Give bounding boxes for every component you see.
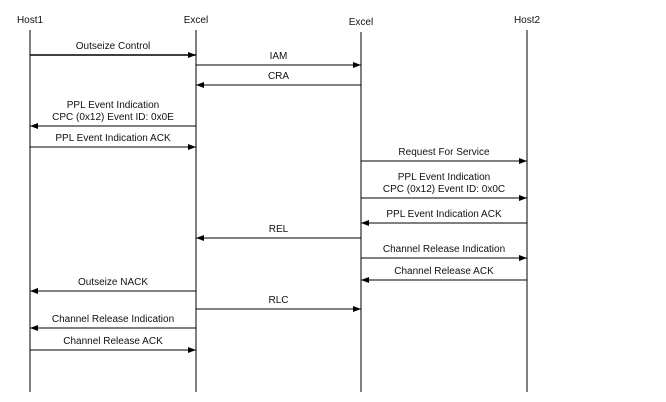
message-label-3: CRA: [268, 71, 289, 82]
message-label-8: PPL Event Indication ACK: [386, 209, 502, 220]
message-label-7-line-2: CPC (0x12) Event ID: 0x0C: [383, 184, 505, 195]
participant-label-excel1: Excel: [184, 15, 208, 26]
message-label-6: Request For Service: [398, 147, 490, 158]
participant-label-excel2: Excel: [349, 17, 373, 28]
participant-label-host2: Host2: [514, 15, 541, 26]
message-label-9: REL: [269, 224, 289, 235]
message-label-10: Channel Release Indication: [383, 244, 505, 255]
message-label-12: Outseize NACK: [78, 277, 148, 288]
message-label-13: RLC: [268, 295, 288, 306]
message-label-4-line-1: PPL Event Indication: [67, 100, 159, 111]
message-label-4-line-2: CPC (0x12) Event ID: 0x0E: [52, 112, 174, 123]
message-label-11: Channel Release ACK: [394, 266, 494, 277]
participant-label-host1: Host1: [17, 15, 44, 26]
message-label-2: IAM: [270, 51, 288, 62]
message-label-14: Channel Release Indication: [52, 314, 174, 325]
message-label-5: PPL Event Indication ACK: [55, 133, 171, 144]
message-label-15: Channel Release ACK: [63, 336, 163, 347]
message-label-1: Outseize Control: [76, 41, 150, 52]
message-label-7-line-1: PPL Event Indication: [398, 172, 490, 183]
